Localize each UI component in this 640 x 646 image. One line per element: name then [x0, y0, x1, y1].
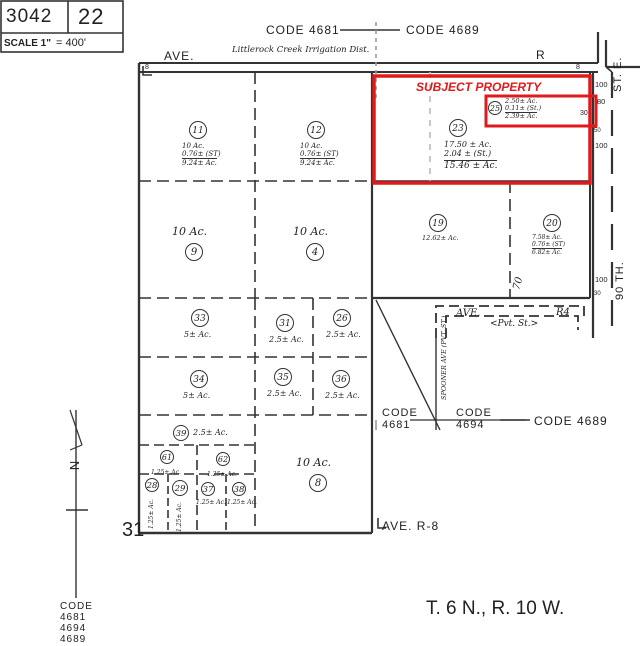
dim-50: 50 — [594, 128, 601, 134]
street-pvt-st: <Pvt. St.> — [490, 319, 539, 329]
dim-100a: 100 — [595, 80, 608, 89]
parcel-acreage-line1: 10 Ac. — [182, 142, 205, 150]
parcel-acreage-line1: 2.5± Ac. — [193, 428, 228, 437]
parcel-acreage-line1: 2.50± Ac. — [505, 97, 538, 105]
code-mid-b: CODE 4694 — [456, 407, 492, 431]
parcel-number-circle: 26 — [333, 309, 351, 327]
parcel-number-circle: 31 — [276, 314, 294, 332]
street-ave-r8: AVE. R-8 — [382, 519, 440, 533]
parcel-number-circle: 29 — [172, 480, 188, 496]
parcel-acreage-line1: 7.58± Ac. — [532, 234, 562, 241]
parcel-acreage-line2: 0.76± (ST) — [182, 150, 221, 158]
dim-8: 8 — [145, 64, 149, 71]
parcel-acreage-line1: 5± Ac. — [184, 330, 212, 339]
street-top-r-small: 8 — [576, 64, 580, 71]
township-label: T. 6 N., R. 10 W. — [426, 598, 565, 619]
parcel-acreage-line1: 17.50 ± Ac. — [444, 140, 492, 149]
parcel-acreage-line1: 10 Ac. — [172, 225, 208, 238]
code-bottom-line4: 4689 — [60, 634, 87, 645]
parcel-number-circle: 23 — [449, 119, 467, 137]
street-ave-r4-a: AVE. — [456, 308, 481, 319]
parcel-acreage-line2: 0.76± (ST) — [300, 150, 339, 158]
subject-property-outline — [372, 74, 598, 185]
section-number: 31 — [122, 519, 145, 541]
code-mid-b-line2: 4694 — [456, 419, 485, 431]
dim-30b: 30 — [594, 291, 601, 297]
book-number: 3042 — [6, 6, 53, 27]
parcel-number-circle: 20 — [543, 214, 561, 232]
parcel-acreage-line1: 10 Ac. — [293, 225, 329, 238]
parcel-acreage-line1: 1.25± Ac. — [176, 502, 183, 532]
code-top-left: CODE 4681 — [266, 23, 340, 37]
dim-80: 80 — [597, 97, 606, 106]
parcel-acreage-line1: 1.25± Ac. — [207, 471, 237, 478]
dim-100b: 100 — [595, 141, 608, 150]
parcel-number-circle: 61 — [160, 450, 174, 464]
parcel-number-circle: 38 — [232, 482, 246, 496]
parcel-acreage-line1: 10 Ac. — [296, 456, 332, 469]
parcel-acreage-line2: 0.76± (ST) — [532, 241, 566, 248]
parcel-acreage-line1: 2.5± Ac. — [326, 330, 361, 339]
parcel-acreage-line3: 9.24± Ac. — [300, 158, 335, 167]
parcel-number-circle: 33 — [191, 309, 209, 327]
parcel-number-circle: 4 — [306, 243, 324, 261]
code-bottom-line2: 4681 — [60, 612, 87, 623]
street-spooner: SPOONER AVE (PVT. ST.) — [440, 315, 448, 400]
dim-100c: 100 — [595, 275, 608, 284]
parcel-acreage-line3: 9.24± Ac. — [182, 158, 217, 167]
parcel-acreage-line1: 1.25± Ac. — [196, 499, 226, 506]
parcel-acreage-line1: 10 Ac. — [300, 142, 323, 150]
street-east-90: 90 TH. — [614, 261, 626, 300]
parcel-acreage-line1: 5± Ac. — [183, 391, 211, 400]
title-block-frame — [0, 0, 124, 53]
street-top-ave: AVE. — [164, 49, 195, 63]
parcel-acreage-line3: 2.39± Ac. — [505, 112, 538, 120]
parcel-number-circle: 35 — [274, 368, 292, 386]
parcel-number-circle: 34 — [190, 370, 208, 388]
scale-label: SCALE 1" — [4, 38, 51, 49]
parcel-acreage-line1: 12.62± Ac. — [422, 234, 459, 242]
parcel-acreage-line1: 2.5± Ac. — [325, 391, 360, 400]
parcel-number-circle: 19 — [429, 214, 447, 232]
parcel-acreage-line1: 2.5± Ac. — [267, 389, 302, 398]
parcel-number-circle: 37 — [201, 482, 215, 496]
parcel-number-circle: 36 — [332, 370, 350, 388]
parcel-acreage-line3: 15.46 ± Ac. — [444, 160, 498, 171]
parcel-acreage-line2: 2.04 ± (St.) — [444, 149, 492, 158]
parcel-number-circle: 8 — [309, 474, 327, 492]
subject-property-label: SUBJECT PROPERTY — [416, 80, 542, 94]
code-mid-b-line1: CODE — [456, 407, 492, 419]
code-mid-right: CODE 4689 — [534, 414, 608, 428]
irrigation-district: Littlerock Creek Irrigation Dist. — [232, 45, 370, 55]
parcel-acreage-line1: 1.25± Ac. — [227, 499, 257, 506]
parcel-acreage-line2: 0.11± (St.) — [505, 104, 542, 112]
parcel-number-circle: 25 — [488, 101, 502, 115]
parcel-number-circle: 12 — [307, 121, 325, 139]
page-number: 22 — [78, 4, 105, 29]
parcel-acreage-line1: 1.25± Ac. — [148, 499, 155, 529]
parcel-number-circle: 39 — [173, 425, 189, 441]
code-top-right: CODE 4689 — [406, 23, 480, 37]
street-top-r: R — [536, 48, 546, 62]
north-label: N — [67, 460, 83, 471]
parcel-acreage-line3: 6.82± Ac. — [532, 248, 562, 256]
parcel-number-circle: 62 — [216, 452, 230, 466]
street-ave-r4-b: R4 — [556, 307, 570, 318]
scale-value: = 400' — [56, 37, 86, 49]
parcel-number-circle: 9 — [185, 243, 203, 261]
code-bottom-line1: CODE — [60, 601, 93, 612]
code-mid-a-line1: CODE — [382, 407, 418, 419]
code-bottom: CODE 4681 4694 4689 — [60, 601, 93, 645]
street-east-st: ST. E. — [612, 56, 624, 92]
parcel-number-circle: 28 — [145, 478, 159, 492]
parcel-acreage-line1: 2.5± Ac. — [269, 335, 304, 344]
code-mid-a: CODE 4681 — [382, 407, 418, 431]
parcel-number-circle: 11 — [189, 121, 207, 139]
code-mid-a-line2: 4681 — [382, 419, 411, 431]
dim-30: 30 — [580, 110, 588, 117]
code-bottom-line3: 4694 — [60, 623, 87, 634]
parcel-acreage-line1: 1.25± Ac. — [151, 469, 181, 476]
